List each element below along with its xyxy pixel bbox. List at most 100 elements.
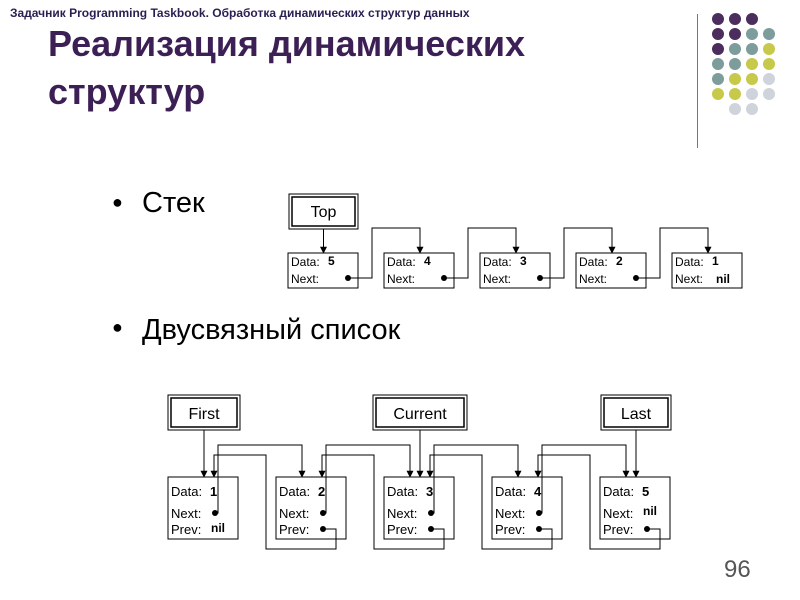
dlist-next-link <box>215 444 306 514</box>
decor-dot <box>729 28 741 40</box>
last-pointer: Last <box>600 394 672 478</box>
decor-dot <box>729 43 741 55</box>
data-label: Data: <box>387 484 418 499</box>
top-pointer-inner <box>291 196 356 227</box>
last-pointer-box <box>600 394 672 431</box>
stack-next-link <box>636 227 712 279</box>
next-label: Next: <box>279 506 309 521</box>
dlist-node-value: 1 <box>210 484 217 499</box>
dlist-next-link <box>323 444 414 514</box>
stack-node-value: 4 <box>424 254 431 268</box>
stack-node-value: 2 <box>616 254 623 268</box>
stack-node-box <box>383 252 455 289</box>
stack-node-value: 5 <box>328 254 335 268</box>
decor-dot <box>746 13 758 25</box>
current-pointer: Current <box>372 394 468 478</box>
decor-dot <box>712 73 724 85</box>
data-label: Data: <box>495 484 526 499</box>
prev-label: Prev: <box>387 522 417 537</box>
next-label: Next: <box>495 506 525 521</box>
top-pointer-label: Top <box>311 204 337 221</box>
decor-dot <box>712 28 724 40</box>
decor-dot <box>763 43 775 55</box>
stack-node-box <box>287 252 359 289</box>
decor-dot <box>746 88 758 100</box>
first-pointer: First <box>167 394 241 478</box>
dlist-prev-link <box>318 454 445 550</box>
decor-dot <box>729 88 741 100</box>
current-pointer-label: Current <box>393 406 447 423</box>
last-pointer-inner <box>603 397 669 428</box>
decor-dot <box>729 13 741 25</box>
stack-node-value: 3 <box>520 254 527 268</box>
decor-dot <box>763 73 775 85</box>
dlist-prev-link <box>534 454 661 550</box>
prev-label: Prev: <box>171 522 201 537</box>
stack-node-box <box>479 252 551 289</box>
nil-label: nil <box>643 504 657 518</box>
dlist-node-value: 3 <box>426 484 433 499</box>
page-number: 96 <box>724 556 751 583</box>
bullet-icon: ● <box>112 192 123 212</box>
bullet-dlist: Двусвязный список <box>142 314 401 346</box>
decor-dot <box>763 88 775 100</box>
slide-header: Задачник Programming Taskbook. Обработка… <box>10 6 470 20</box>
next-label: Next: <box>603 506 633 521</box>
nil-label: nil <box>211 521 225 535</box>
current-pointer-inner <box>375 397 465 428</box>
dlist-node-value: 2 <box>318 484 325 499</box>
dlist-node-box <box>167 476 239 540</box>
stack-link-list <box>348 227 712 279</box>
decor-dot <box>746 28 758 40</box>
stack-next-link <box>348 227 424 279</box>
stack-node-list: Data:5Next:Data:4Next:Data:3Next:Data:2N… <box>287 252 743 289</box>
next-label: Next: <box>675 272 703 286</box>
nil-label: nil <box>716 272 730 286</box>
prev-label: Prev: <box>495 522 525 537</box>
stack-node-box <box>575 252 647 289</box>
decor-dot <box>763 58 775 70</box>
slide-title: Реализация динамических структур <box>48 20 668 116</box>
decor-dot <box>763 28 775 40</box>
data-label: Data: <box>603 484 634 499</box>
decor-divider <box>697 14 698 148</box>
bullet-stack: Стек <box>142 187 205 219</box>
next-label: Next: <box>291 272 319 286</box>
decor-dot <box>746 43 758 55</box>
bullet-icon: ● <box>112 317 123 337</box>
decor-dot <box>746 103 758 115</box>
decor-dot <box>712 43 724 55</box>
decor-dot <box>729 103 741 115</box>
dlist-node-value: 5 <box>642 484 649 499</box>
data-label: Data: <box>171 484 202 499</box>
stack-next-link <box>540 227 616 279</box>
dlist-prev-link <box>426 454 553 550</box>
data-label: Data: <box>483 255 512 269</box>
prev-label: Prev: <box>603 522 633 537</box>
dlist-node-list: Data:1Next:Prev:nilData:2Next:Prev:Data:… <box>167 476 671 540</box>
stack-next-link <box>444 227 520 279</box>
decor-dot <box>746 73 758 85</box>
data-label: Data: <box>675 255 704 269</box>
title-line-1: Реализация динамических <box>48 23 526 64</box>
first-pointer-label: First <box>188 406 220 423</box>
dlist-node-value: 4 <box>534 484 542 499</box>
last-pointer-label: Last <box>621 406 652 423</box>
data-label: Data: <box>579 255 608 269</box>
prev-label: Prev: <box>279 522 309 537</box>
first-pointer-box <box>167 394 241 431</box>
dlist-link-list <box>210 444 661 550</box>
top-pointer-box <box>288 193 359 230</box>
data-label: Data: <box>279 484 310 499</box>
decor-dot <box>746 58 758 70</box>
decor-dot <box>729 73 741 85</box>
stack-node-value: 1 <box>712 254 719 268</box>
decor-dot <box>729 58 741 70</box>
